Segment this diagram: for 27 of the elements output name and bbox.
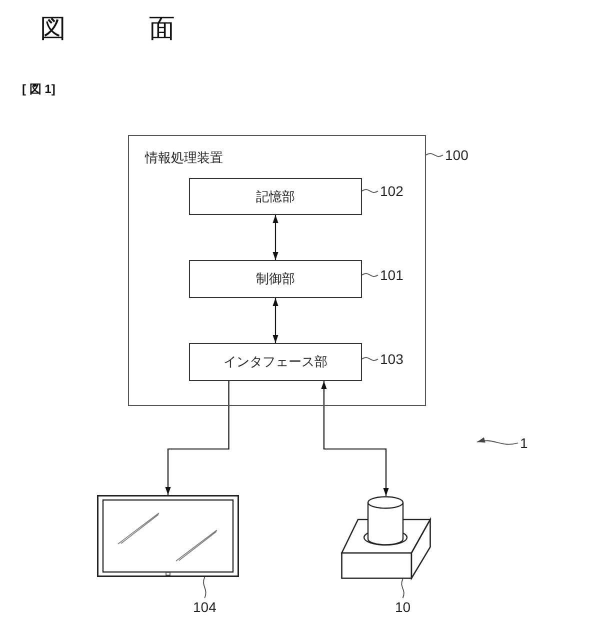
leader-line [362, 357, 378, 361]
leader-line [426, 153, 444, 157]
figure-label: [ 図 1] [22, 81, 56, 98]
device-drawing [341, 496, 431, 579]
leader-line [203, 576, 206, 598]
leader-arrow [476, 438, 518, 445]
leader-line [362, 273, 378, 277]
leader-line [401, 578, 404, 598]
reference-numeral: 104 [193, 599, 216, 615]
reference-numeral: 10 [395, 599, 411, 615]
enclosing-box [128, 135, 426, 406]
page-title: 図 面 [40, 12, 176, 44]
reference-numeral: 100 [445, 147, 468, 163]
reference-numeral: 101 [380, 267, 404, 283]
double-arrow [272, 215, 278, 260]
reference-numeral: 103 [380, 351, 404, 367]
reference-numeral: 102 [380, 183, 404, 199]
double-arrow [272, 298, 278, 343]
leader-line [362, 189, 378, 193]
reference-numeral: 1 [520, 435, 528, 451]
process-box: インタフェース部 [189, 343, 362, 381]
arrow [165, 381, 230, 495]
box-heading: 情報処理装置 [145, 149, 223, 167]
display-monitor-drawing [97, 495, 239, 577]
process-box: 記憶部 [189, 178, 362, 215]
process-box: 制御部 [189, 260, 362, 298]
double-arrow [321, 381, 389, 496]
